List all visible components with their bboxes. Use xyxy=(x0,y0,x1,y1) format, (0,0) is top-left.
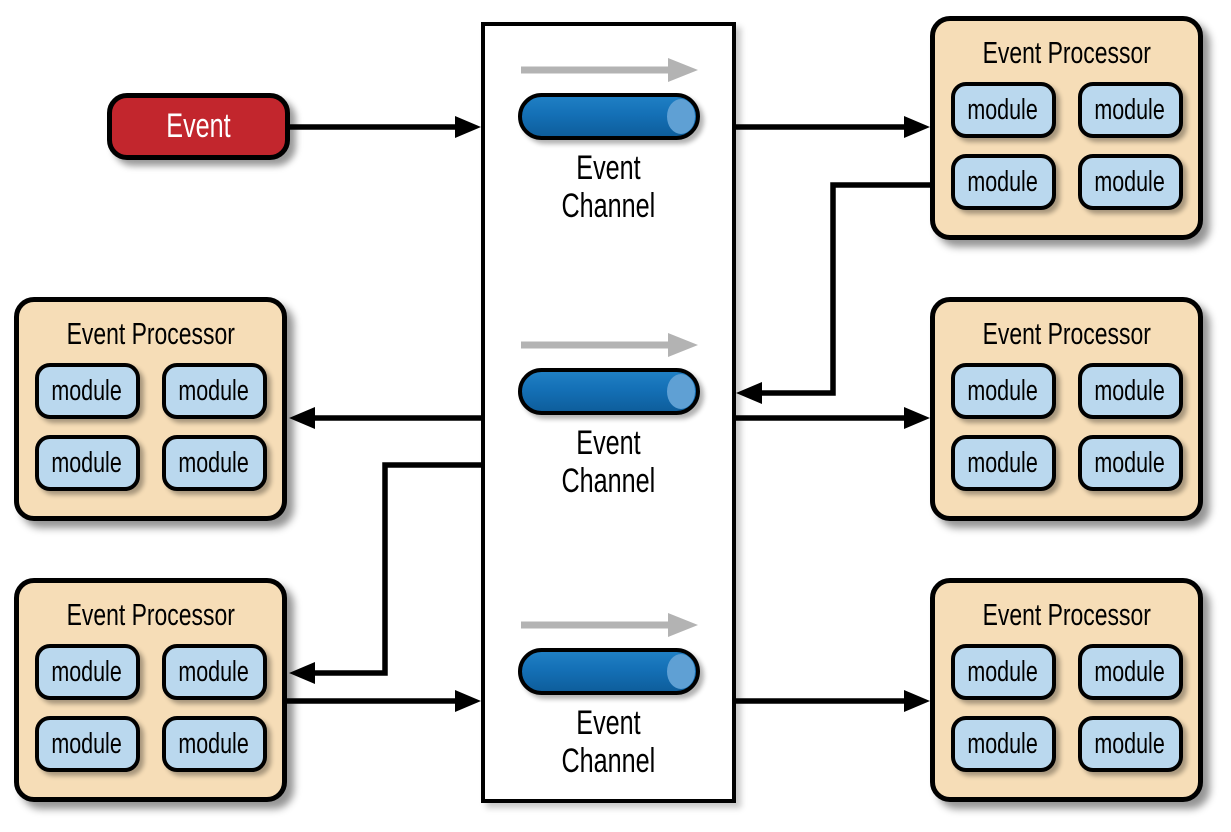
module-box: module xyxy=(1077,716,1183,772)
module-grid: module module module module xyxy=(19,363,282,491)
processor-title: Event Processor xyxy=(66,316,235,351)
module-box: module xyxy=(161,435,267,491)
processor-title: Event Processor xyxy=(66,597,235,632)
module-box: module xyxy=(34,716,140,772)
module-box: module xyxy=(1077,363,1183,419)
module-box: module xyxy=(950,435,1056,491)
module-box: module xyxy=(950,154,1056,210)
event-channel-container: Event Channel Event Channel Event xyxy=(481,22,736,803)
channel-label: Event Channel xyxy=(561,704,656,780)
event-processor-middle-left: Event Processor module module module mod… xyxy=(14,297,287,521)
processor-title: Event Processor xyxy=(982,316,1151,351)
event-processor-top-right: Event Processor module module module mod… xyxy=(930,16,1203,240)
module-grid: module module module module xyxy=(935,644,1198,772)
module-box: module xyxy=(950,716,1056,772)
channel-label: Event Channel xyxy=(561,149,656,225)
arrow-processor-bottom-left-to-channel-3 xyxy=(287,690,481,712)
arrow-event-to-channel-1 xyxy=(288,116,481,138)
event-channel-3: Event Channel xyxy=(485,611,732,780)
event-processor-bottom-left: Event Processor module module module mod… xyxy=(14,578,287,802)
arrow-channel-3-to-processor-bottom-right xyxy=(735,690,930,712)
module-grid: module module module module xyxy=(935,82,1198,210)
event-processor-bottom-right: Event Processor module module module mod… xyxy=(930,578,1203,802)
module-box: module xyxy=(1077,82,1183,138)
channel-pipe-icon xyxy=(517,648,700,695)
module-box: module xyxy=(950,82,1056,138)
module-grid: module module module module xyxy=(19,644,282,772)
module-box: module xyxy=(34,363,140,419)
arrow-channel-2-to-processor-middle-left xyxy=(289,407,481,429)
event-processor-middle-right: Event Processor module module module mod… xyxy=(930,297,1203,521)
channel-pipe-icon xyxy=(517,93,700,140)
module-box: module xyxy=(161,363,267,419)
event-channel-1: Event Channel xyxy=(485,56,732,225)
arrow-channel-2-to-processor-middle-right xyxy=(735,407,930,429)
module-box: module xyxy=(1077,154,1183,210)
arrow-channel-2-to-processor-bottom-left xyxy=(289,462,481,684)
event-channel-2: Event Channel xyxy=(485,331,732,500)
arrow-channel-1-to-processor-top-right xyxy=(735,116,930,138)
flow-direction-arrow-icon xyxy=(520,58,698,82)
channel-pipe-icon xyxy=(517,368,700,415)
module-box: module xyxy=(161,716,267,772)
module-box: module xyxy=(1077,435,1183,491)
flow-direction-arrow-icon xyxy=(520,613,698,637)
module-box: module xyxy=(34,644,140,700)
channel-label: Event Channel xyxy=(561,424,656,500)
module-box: module xyxy=(1077,644,1183,700)
module-box: module xyxy=(161,644,267,700)
module-grid: module module module module xyxy=(935,363,1198,491)
arrow-processor-top-right-to-channel-2 xyxy=(736,182,930,404)
processor-title: Event Processor xyxy=(982,35,1151,70)
flow-direction-arrow-icon xyxy=(520,333,698,357)
event-source: Event xyxy=(107,93,290,160)
processor-title: Event Processor xyxy=(982,597,1151,632)
module-box: module xyxy=(34,435,140,491)
module-box: module xyxy=(950,363,1056,419)
event-source-label: Event xyxy=(166,107,231,145)
module-box: module xyxy=(950,644,1056,700)
